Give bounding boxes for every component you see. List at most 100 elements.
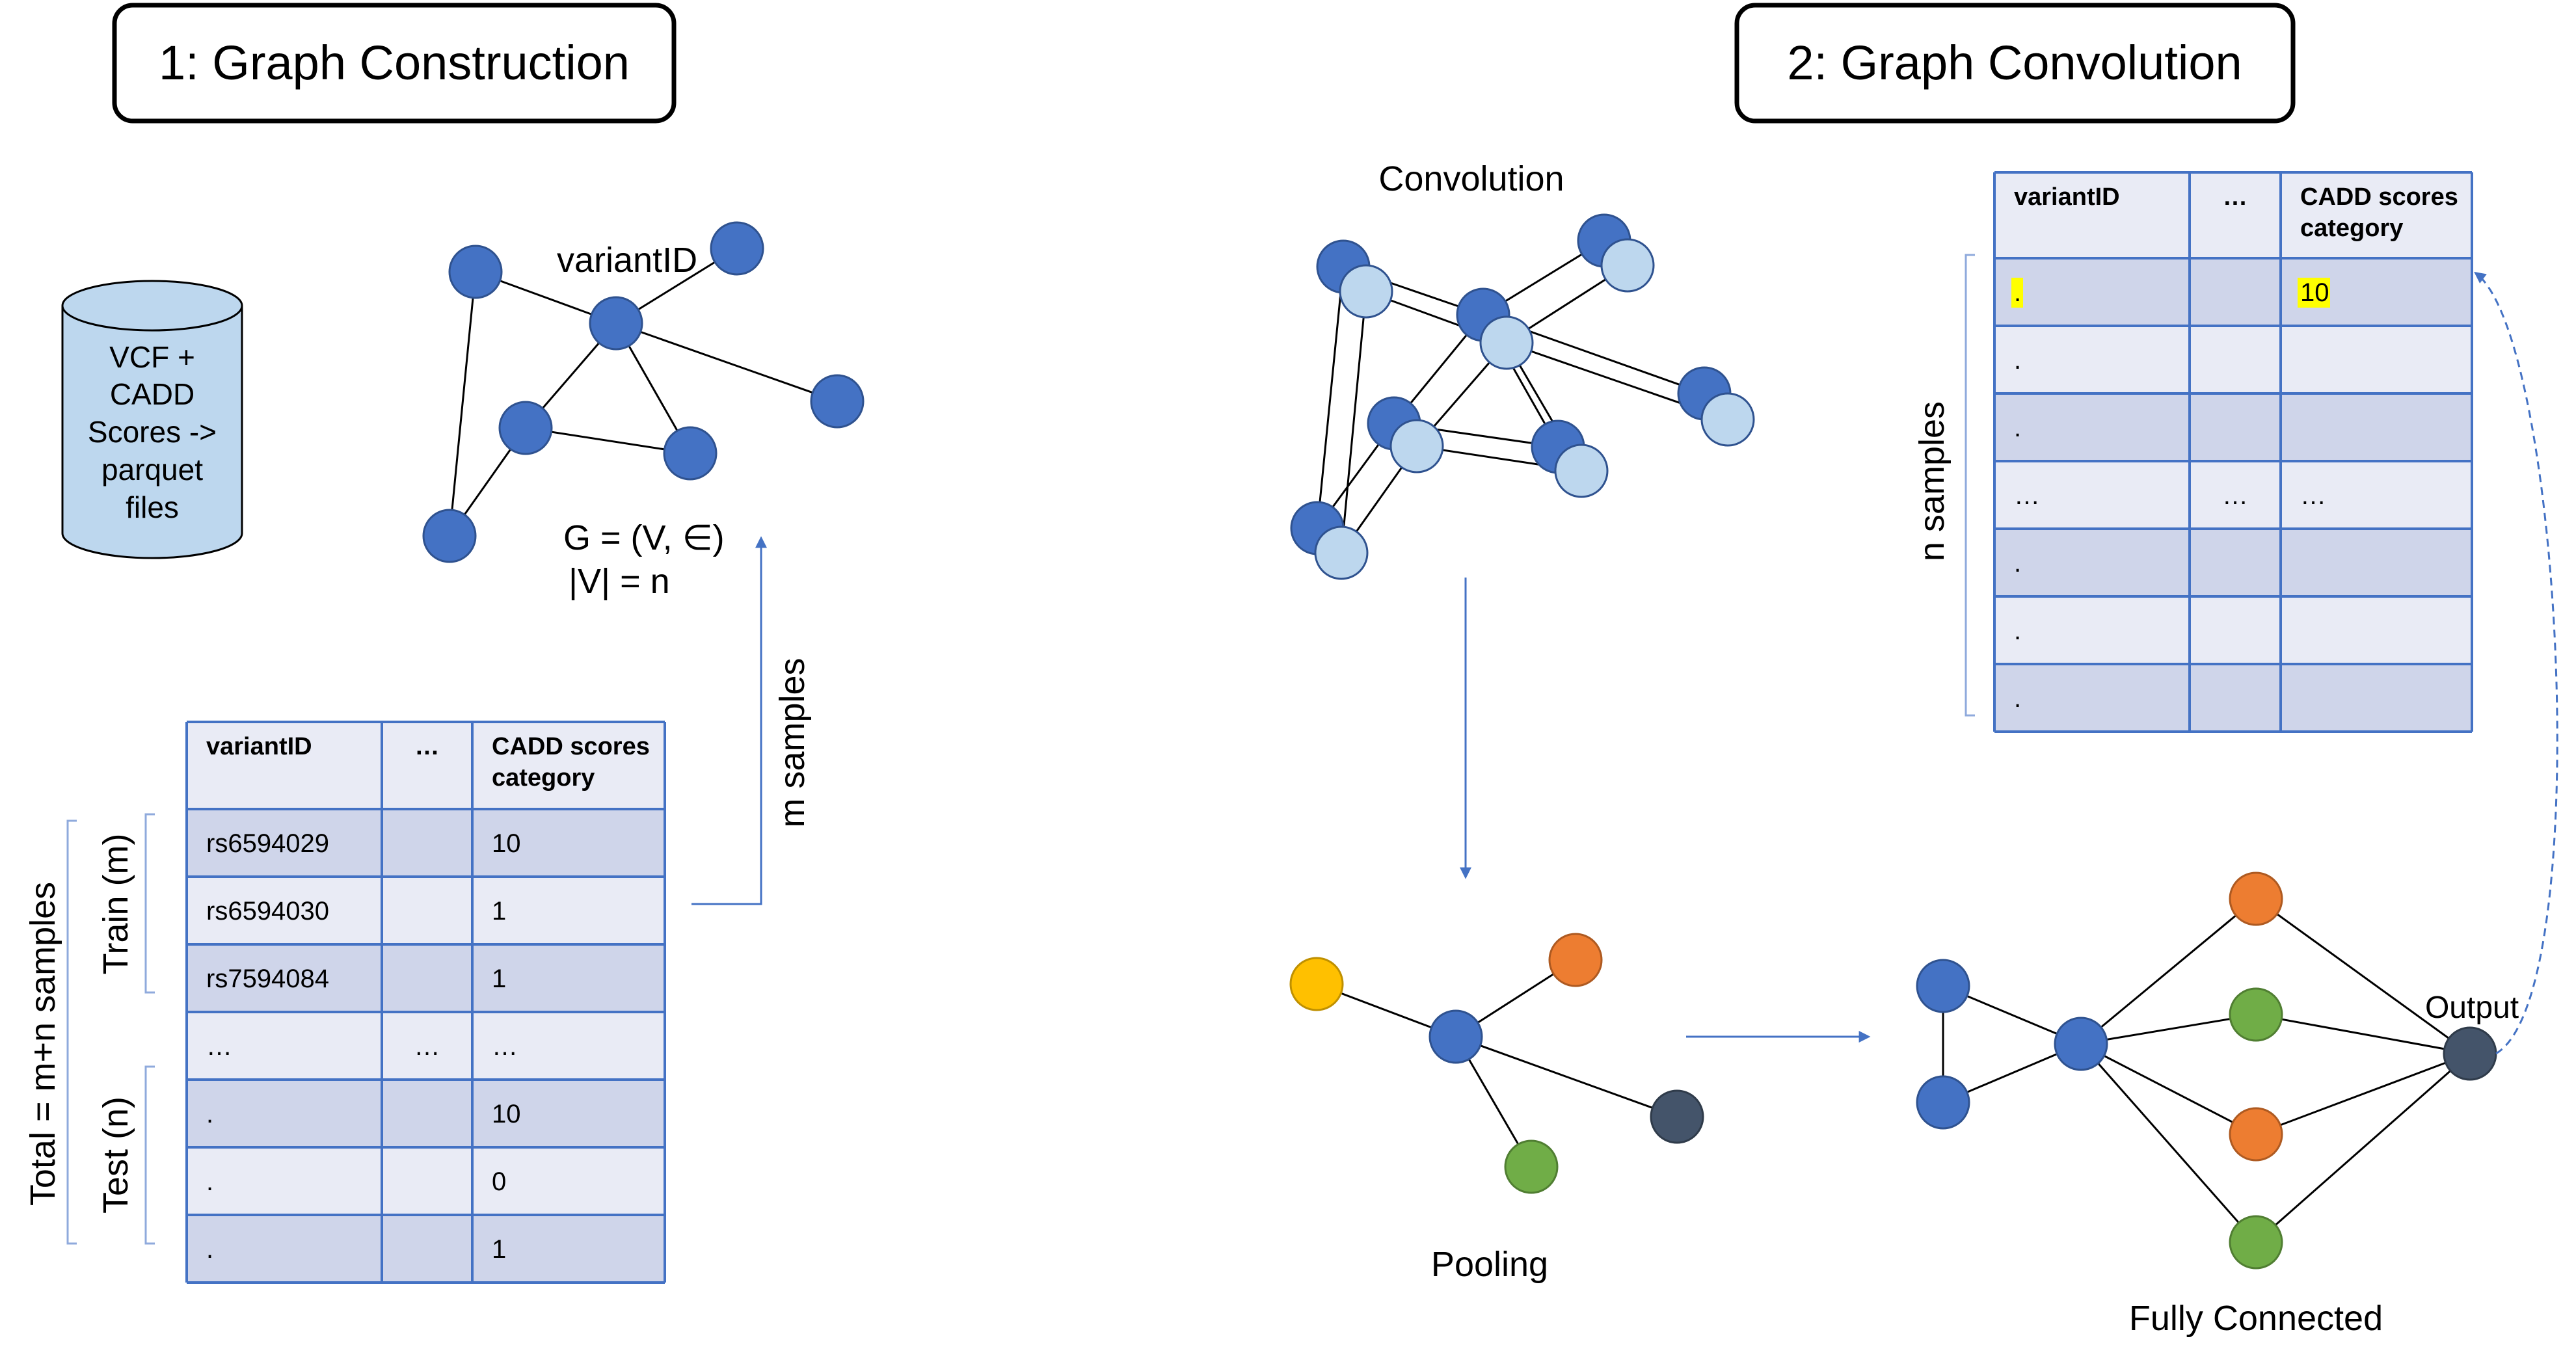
section1-title-box (112, 3, 677, 124)
conv-node-light (1389, 419, 1444, 473)
table-cell: … (2222, 481, 2248, 510)
table-cell: . (2014, 617, 2021, 645)
fully-connected-network (1916, 872, 2497, 1270)
table-cell: . (206, 1167, 213, 1196)
variant-graph: variantID G = (V, ∈) |V| = n (422, 221, 865, 601)
table-row (187, 1215, 665, 1283)
table-cell: … (492, 1032, 518, 1061)
database-line-2: CADD (110, 377, 195, 411)
graph-vertex-count: |V| = n (569, 562, 670, 601)
conv-node-light (1600, 238, 1655, 293)
output-node (2443, 1026, 2497, 1081)
table-cell: 10 (2300, 278, 2329, 307)
m-samples-label: m samples (773, 658, 812, 827)
fc-node-orange (2229, 872, 2283, 926)
test-label: Test (n) (96, 1097, 135, 1214)
n-samples-bracket (1965, 254, 1975, 717)
convolution-label: Convolution (1378, 159, 1564, 198)
table-cell: 10 (492, 1100, 521, 1128)
database-icon: VCF + CADD Scores -> parquet files (61, 280, 243, 559)
pool-node-blue (1429, 1009, 1483, 1064)
table-cell: . (2014, 549, 2021, 578)
table-cell: 0 (492, 1167, 506, 1196)
table-cell: . (2014, 684, 2021, 713)
conv-node-light (1339, 264, 1393, 319)
table-cell: . (206, 1235, 213, 1264)
fc-node-green (2229, 987, 2283, 1042)
fc-node-orange (2229, 1107, 2283, 1162)
graph-node (422, 509, 477, 563)
table-cell: 1 (492, 897, 506, 925)
table-header-bg (1994, 172, 2472, 258)
pool-node-yellow (1289, 957, 1344, 1011)
highlight-mark (2298, 278, 2330, 308)
graph-node (448, 245, 503, 299)
table-row (187, 809, 665, 877)
variant-id-label: variantID (557, 241, 697, 280)
conv-node-light (1314, 526, 1369, 580)
conv-node-light (1700, 392, 1755, 447)
n-samples-label: n samples (1912, 401, 1952, 561)
graph-node-variant (589, 296, 643, 351)
pooling-graph (1289, 933, 1704, 1194)
section2-title-box (1734, 3, 2296, 124)
output-feedback-arrow (2474, 271, 2558, 1055)
table-cell: . (206, 1100, 213, 1128)
table-cell: … (2300, 481, 2326, 510)
table-row (187, 877, 665, 944)
table-row (1994, 258, 2472, 326)
table-cell: 1 (492, 965, 506, 993)
fc-node-green (2229, 1215, 2283, 1270)
database-line-3: Scores -> (88, 415, 217, 449)
table-row (1994, 461, 2472, 529)
section-graph-convolution: 2: Graph Convolution Convolution (1289, 3, 2558, 1338)
table-cell: rs7594084 (206, 965, 329, 993)
fc-input-node (1916, 1075, 1970, 1130)
table-row (187, 1080, 665, 1147)
database-line-5: files (126, 490, 179, 524)
table-cell: 1 (492, 1235, 506, 1264)
table-header-cell: … (2223, 183, 2247, 211)
table-header-cell: variantID (206, 733, 312, 760)
table-cell: … (206, 1032, 232, 1061)
section1-title: 1: Graph Construction (159, 36, 630, 90)
fc-hidden-node (2054, 1017, 2108, 1071)
graph-node (498, 401, 553, 455)
table-row (187, 1012, 665, 1080)
table-row (1994, 596, 2472, 664)
graph-node (710, 221, 764, 276)
table-header-bg (187, 722, 665, 809)
m-samples-arrow (691, 536, 767, 905)
graph-node (810, 374, 865, 429)
table-row (1994, 393, 2472, 461)
pool-node-dark (1650, 1089, 1704, 1144)
graph-node (663, 426, 718, 481)
table-cell: . (2014, 414, 2021, 442)
output-label: Output (2425, 991, 2519, 1025)
database-line-4: parquet (101, 453, 203, 486)
table-row (1994, 326, 2472, 393)
conv-node-light (1479, 315, 1534, 370)
section2-title: 2: Graph Convolution (1787, 36, 2242, 90)
highlight-mark (2011, 278, 2023, 308)
graph-formula: G = (V, ∈) (563, 518, 725, 557)
pooling-label: Pooling (1431, 1245, 1548, 1284)
table-cell: . (2014, 278, 2021, 307)
pool-node-orange (1548, 933, 1603, 987)
table-row (187, 944, 665, 1012)
database-line-1: VCF + (109, 340, 195, 374)
table-row (1994, 664, 2472, 732)
table-cell: rs6594029 (206, 829, 329, 858)
table-cell: . (2014, 346, 2021, 375)
table-header-cell: … (415, 733, 440, 760)
table-cell: 10 (492, 829, 521, 858)
total-samples-label: Total = m+n samples (23, 882, 62, 1206)
fc-input-node (1916, 959, 1970, 1013)
table-row (187, 1147, 665, 1215)
